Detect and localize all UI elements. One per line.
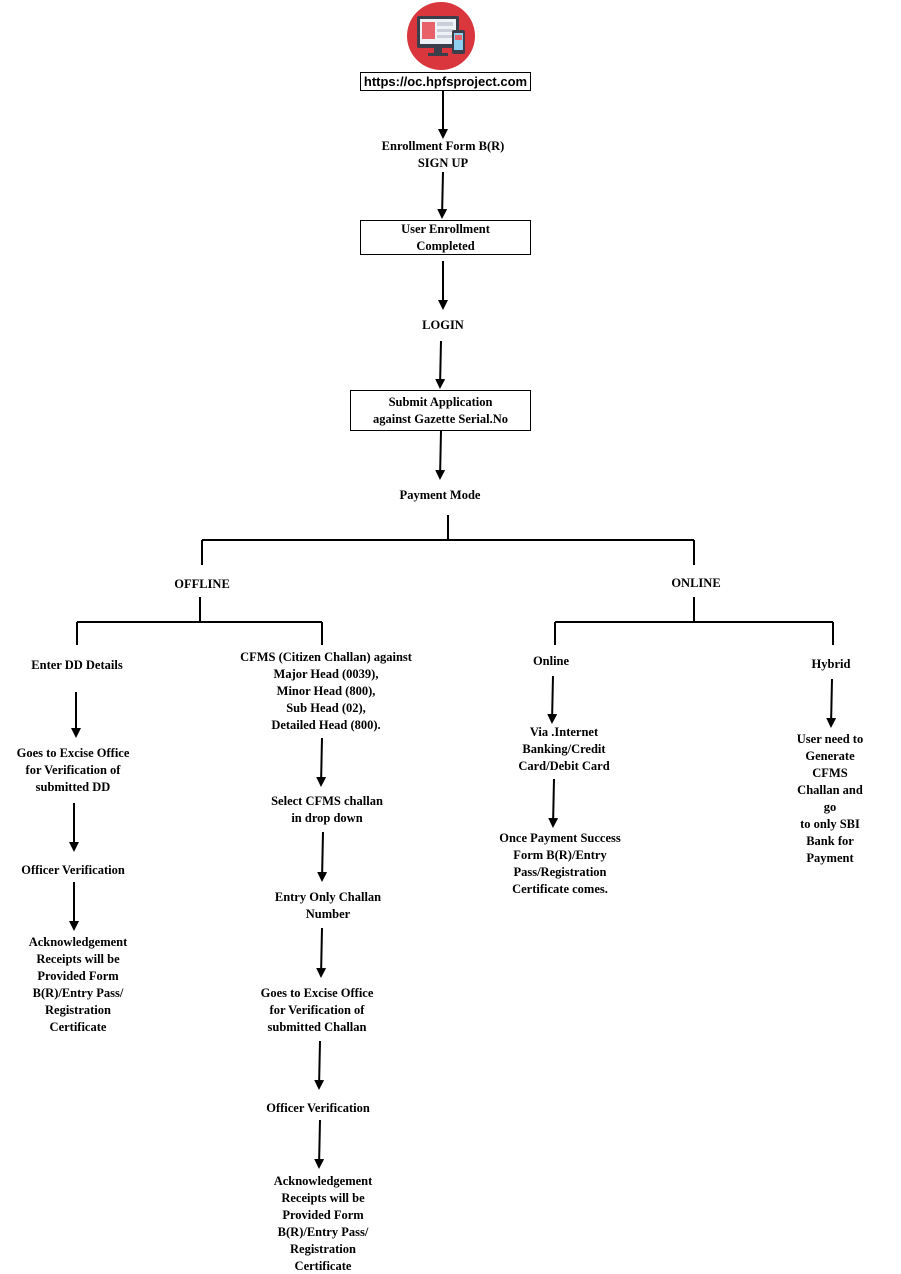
url-box[interactable]: https://oc.hpfsproject.com	[360, 72, 531, 91]
dd-acknowledgement-step: Acknowledgement Receipts will be Provide…	[28, 935, 128, 1034]
arrow-online-1	[547, 675, 558, 724]
user-enrollment-text: User Enrollment Completed	[401, 221, 490, 253]
arrow-enrollment-to-user	[437, 171, 448, 219]
url-text: https://oc.hpfsproject.com	[363, 74, 528, 89]
internet-banking-step: Via .Internet Banking/Credit Card/Debit …	[518, 725, 610, 773]
online-label: ONLINE	[671, 576, 721, 590]
arrow-login-to-submit	[435, 340, 446, 389]
hybrid-step: Hybrid	[811, 657, 851, 671]
sbi-challan-step: User need to Generate CFMS Challan and g…	[796, 732, 864, 865]
cfms-excise-verification-step: Goes to Excise Office for Verification o…	[260, 986, 374, 1034]
cfms-acknowledgement-step: Acknowledgement Receipts will be Provide…	[273, 1174, 373, 1273]
online-step: Online	[532, 654, 570, 668]
payment-success-step: Once Payment Success Form B(R)/Entry Pas…	[499, 831, 621, 896]
arrow-submit-to-payment	[435, 430, 446, 480]
arrow-hybrid-1	[826, 678, 837, 728]
arrow-cfms-4	[314, 1040, 325, 1090]
arrow-cfms-5	[314, 1119, 325, 1169]
submit-application-text: Submit Application against Gazette Seria…	[372, 394, 509, 426]
dd-officer-verification-step: Officer Verification	[21, 863, 125, 877]
enrollment-step: Enrollment Form B(R) SIGN UP	[381, 139, 505, 170]
submit-application-box: Submit Application against Gazette Seria…	[350, 390, 531, 431]
login-step: LOGIN	[422, 318, 464, 332]
arrow-cfms-1	[316, 737, 327, 787]
payment-mode-step: Payment Mode	[399, 488, 481, 502]
dd-details-step: Enter DD Details	[31, 658, 123, 672]
select-cfms-step: Select CFMS challan in drop down	[271, 794, 383, 825]
arrow-cfms-2	[317, 831, 328, 882]
user-enrollment-box: User Enrollment Completed	[360, 220, 531, 255]
arrow-cfms-3	[316, 927, 327, 978]
cfms-challan-step: CFMS (Citizen Challan) against Major Hea…	[240, 650, 412, 732]
offline-label: OFFLINE	[174, 577, 230, 591]
dd-excise-verification-step: Goes to Excise Office for Verification o…	[16, 746, 130, 794]
entry-challan-step: Entry Only Challan Number	[274, 890, 382, 921]
arrow-online-2	[548, 778, 559, 828]
cfms-officer-verification-step: Officer Verification	[266, 1101, 370, 1115]
website-devices-icon	[407, 2, 475, 70]
